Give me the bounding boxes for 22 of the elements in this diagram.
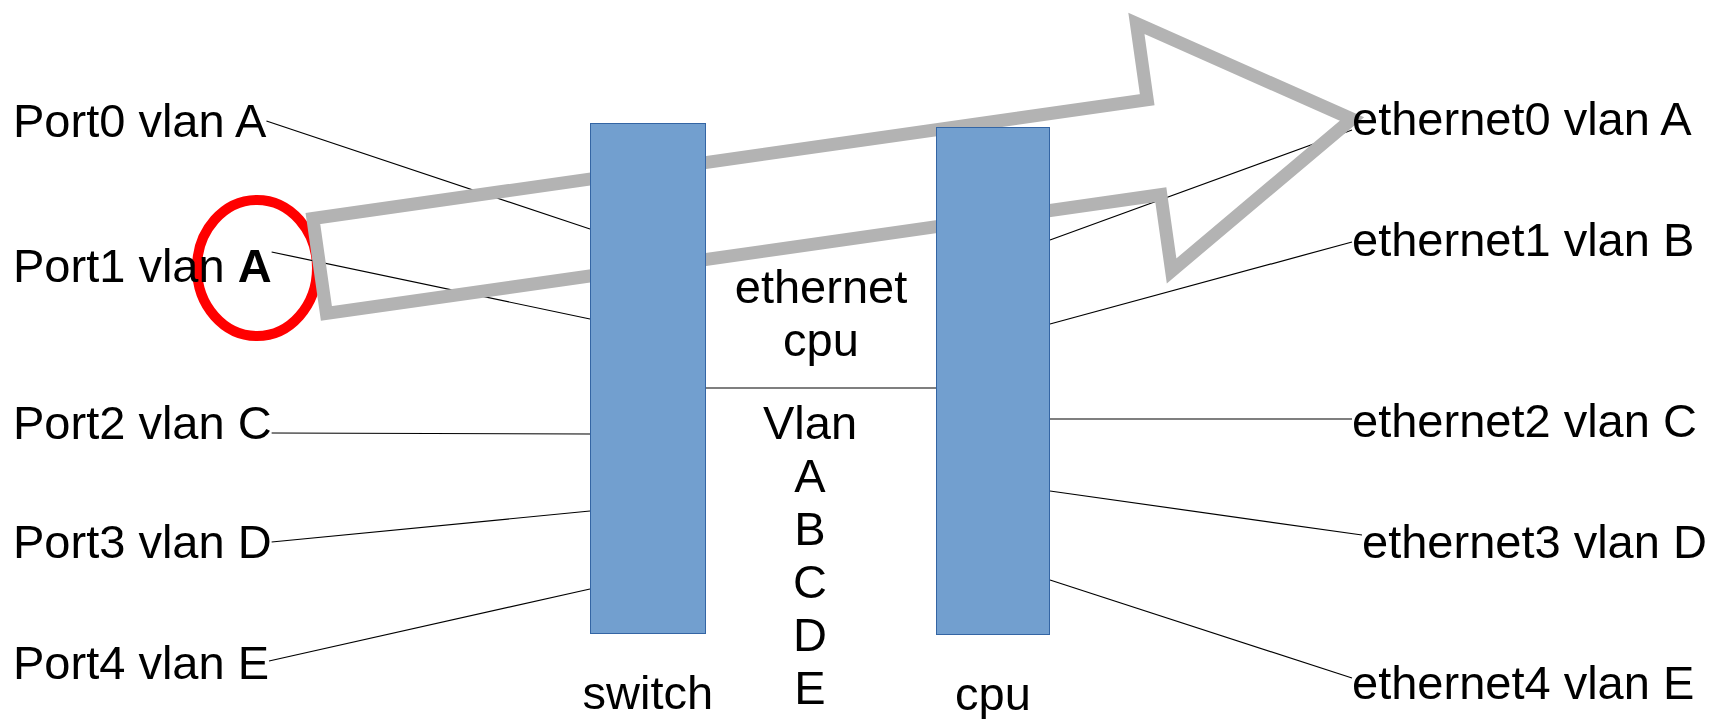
connector-line [271,432,591,435]
note-text: Vlan A B C D E [761,396,859,714]
connector-line [265,120,591,230]
connector-line [268,588,591,662]
interface-label: ethernet4 vlan E [1352,656,1695,710]
edge-label: ethernet cpu [733,260,909,366]
interface-label: ethernet1 vlan B [1352,213,1695,267]
connector-line [271,510,591,543]
connector-line [1049,418,1353,420]
connector-line [1049,579,1353,679]
port-label: Port3 vlan D [13,515,272,569]
connector-line [705,387,937,389]
port-label: Port2 vlan C [13,396,272,450]
connector-line [1049,490,1363,536]
connector-line [1049,241,1353,325]
interface-label: ethernet2 vlan C [1352,394,1697,448]
device-label: switch [582,670,714,716]
block-arrow [305,12,1365,321]
port-label: Port4 vlan E [13,636,270,690]
interface-label: ethernet0 vlan A [1352,92,1692,146]
interface-label: ethernet3 vlan D [1362,515,1707,569]
port-label: Port0 vlan A [13,94,267,148]
